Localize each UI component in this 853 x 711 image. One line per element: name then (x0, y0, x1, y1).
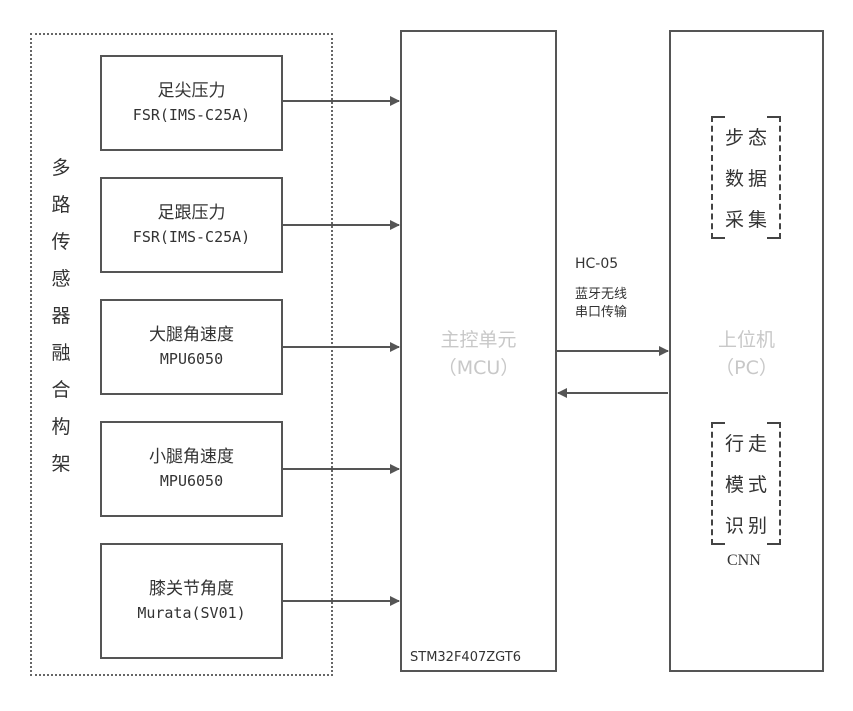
pc-title: 上位机 （PC） (669, 326, 824, 382)
sensor-box-heel-pressure: 足跟压力 FSR(IMS-C25A) (100, 177, 283, 273)
task-text: 数据 (724, 168, 771, 190)
pc-box (669, 30, 824, 672)
sensor-box-thigh-angular-velocity: 大腿角速度 MPU6050 (100, 299, 283, 395)
sensor-model: FSR(IMS-C25A) (132, 106, 251, 124)
sensor-box-toe-pressure: 足尖压力 FSR(IMS-C25A) (100, 55, 283, 151)
gait-data-collection-box: 步态 数据 采集 (711, 116, 781, 239)
task-text: 识别 (724, 515, 771, 537)
mcu-title: 主控单元 （MCU） (400, 326, 557, 382)
cnn-label: CNN (727, 552, 761, 569)
sensor-box-knee-angle: 膝关节角度 Murata(SV01) (100, 543, 283, 659)
sensor-box-shank-angular-velocity: 小腿角速度 MPU6050 (100, 421, 283, 517)
bluetooth-line1: 蓝牙无线 (575, 287, 628, 302)
mcu-subtitle-text: （MCU） (437, 357, 520, 379)
sensor-model: MPU6050 (159, 350, 224, 368)
pc-title-text: 上位机 (717, 329, 775, 351)
bluetooth-module-label: HC-05 (575, 256, 619, 272)
fusion-char: 传 (51, 231, 71, 253)
pc-subtitle-text: （PC） (715, 357, 778, 379)
sensor-name: 大腿角速度 (149, 325, 234, 345)
fusion-char: 构 (51, 416, 71, 438)
fusion-char: 融 (51, 342, 71, 364)
fusion-char: 感 (51, 268, 71, 290)
task-text: 模式 (724, 474, 771, 496)
walking-mode-recognition-box: 行走 模式 识别 (711, 422, 781, 545)
mcu-title-text: 主控单元 (440, 329, 517, 351)
mcu-chip-label: STM32F407ZGT6 (410, 650, 521, 665)
sensor-fusion-frame (30, 33, 333, 676)
sensor-name: 膝关节角度 (149, 579, 234, 599)
task-text: 步态 (724, 127, 771, 149)
sensor-model: MPU6050 (159, 472, 224, 490)
task-text: 行走 (724, 433, 771, 455)
sensor-model: FSR(IMS-C25A) (132, 228, 251, 246)
fusion-char: 架 (51, 453, 71, 475)
sensor-name: 足跟压力 (157, 203, 226, 223)
fusion-char: 路 (51, 194, 71, 216)
fusion-char: 器 (51, 305, 71, 327)
sensor-model: Murata(SV01) (137, 604, 246, 622)
mcu-box (400, 30, 557, 672)
sensor-name: 小腿角速度 (149, 447, 234, 467)
fusion-char: 合 (51, 379, 71, 401)
fusion-frame-label: 多 路 传 感 器 融 合 构 架 (46, 150, 76, 483)
task-text: 采集 (724, 209, 771, 231)
bluetooth-line2: 串口传输 (575, 305, 628, 320)
fusion-char: 多 (51, 157, 71, 179)
sensor-name: 足尖压力 (157, 81, 226, 101)
